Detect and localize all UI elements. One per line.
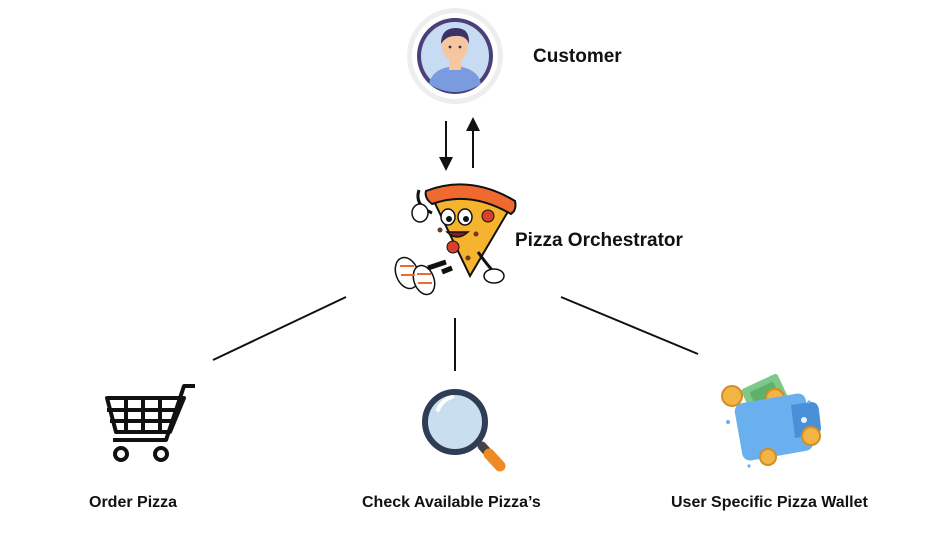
- wallet-icon: [721, 373, 821, 468]
- wallet-label: User Specific Pizza Wallet: [671, 494, 868, 511]
- shopping-cart-icon: [105, 384, 195, 462]
- connector-wallet: [560, 296, 699, 355]
- connector-order: [212, 296, 347, 361]
- pizza-mascot-icon: [394, 183, 517, 296]
- magnifier-icon: [422, 389, 506, 472]
- customer-label: Customer: [533, 46, 622, 67]
- order-pizza-label: Order Pizza: [89, 494, 178, 511]
- check-available-label: Check Available Pizza’s: [362, 494, 541, 511]
- orchestrator-label: Pizza Orchestrator: [515, 230, 683, 251]
- user-avatar-icon: [407, 8, 503, 104]
